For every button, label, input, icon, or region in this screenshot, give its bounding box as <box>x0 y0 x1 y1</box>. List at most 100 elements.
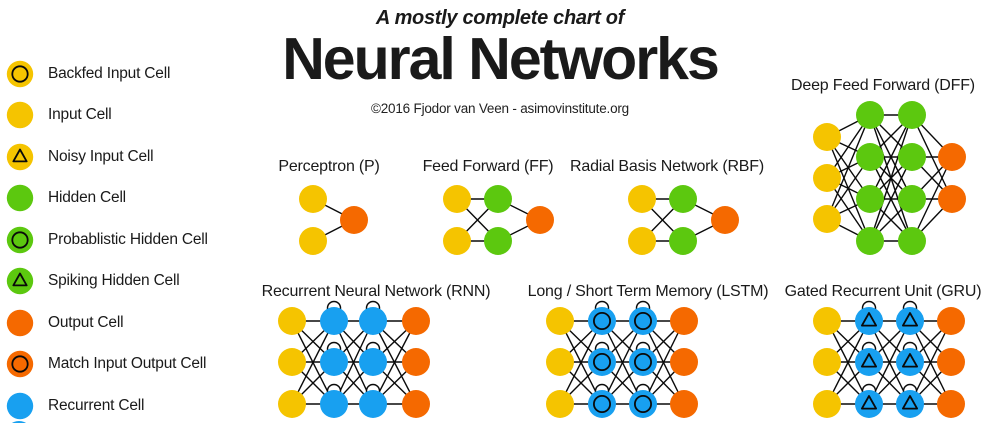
gated-memory-cell <box>855 348 883 376</box>
probabilistic-hidden-icon <box>6 226 34 253</box>
spiking-hidden-icon <box>6 267 34 295</box>
input-cell <box>628 227 656 255</box>
network-ff <box>443 185 554 255</box>
network-title-rbf: Radial Basis Network (RBF) <box>570 158 764 175</box>
legend-label: Backfed Input Cell <box>48 64 171 82</box>
input-cell <box>443 227 471 255</box>
network-title-p: Perceptron (P) <box>278 158 380 175</box>
legend-label: Spiking Hidden Cell <box>48 272 180 289</box>
hidden-cell <box>898 101 926 129</box>
network-title-rnn: Recurrent Neural Network (RNN) <box>261 283 491 300</box>
backfed-input-cell <box>6 60 34 87</box>
input-cell <box>278 307 306 335</box>
input-cell <box>813 205 841 233</box>
recurrent-cell <box>359 348 387 376</box>
input-cell <box>813 390 841 418</box>
triangle-glyph <box>902 395 918 410</box>
connection-line <box>826 114 871 220</box>
memory-cell <box>588 307 616 335</box>
input-cell <box>546 390 574 418</box>
input-cell <box>813 164 841 192</box>
memory-cell <box>588 390 616 418</box>
triangle-glyph <box>861 395 877 410</box>
legend-label: Output Cell <box>48 313 124 331</box>
memory-cell <box>629 348 657 376</box>
hidden-cell <box>669 185 697 213</box>
network-title-gru: Gated Recurrent Unit (GRU) <box>784 283 982 300</box>
connection-line <box>291 320 335 405</box>
network-lstm <box>546 300 698 418</box>
inner-circle-glyph <box>593 352 612 371</box>
legend-label: Probablistic Hidden Cell <box>48 230 208 248</box>
gated-memory-cell <box>855 390 883 418</box>
backfed-input-icon <box>6 60 34 87</box>
legend-item-recurrent: Recurrent Cell <box>6 392 144 420</box>
legend-item-spiking-hidden: Spiking Hidden Cell <box>6 267 180 295</box>
output-cell <box>526 206 554 234</box>
network-title-ff: Feed Forward (FF) <box>422 158 554 175</box>
hidden-cell <box>484 185 512 213</box>
input-cell <box>628 185 656 213</box>
network-rbf <box>628 185 739 255</box>
output-cell <box>938 185 966 213</box>
output-cell <box>340 206 368 234</box>
input-cell <box>443 185 471 213</box>
input-cell <box>299 185 327 213</box>
connection-line <box>869 114 913 242</box>
hidden-cell <box>6 184 34 212</box>
gated-memory-cell <box>896 348 924 376</box>
hidden-cell <box>898 143 926 171</box>
inner-circle-glyph <box>11 230 29 249</box>
gated-memory-cell <box>896 390 924 418</box>
recurrent-cell <box>320 307 348 335</box>
hidden-icon <box>6 184 34 212</box>
connection-line <box>869 114 913 200</box>
connection-line <box>911 156 953 242</box>
hidden-cell <box>856 143 884 171</box>
copyright-line: ©2016 Fjodor van Veen - asimovinstitute.… <box>371 101 629 116</box>
output-cell <box>402 348 430 376</box>
connection-line <box>559 320 603 405</box>
output-cell <box>402 307 430 335</box>
connection-line <box>869 156 913 242</box>
recurrent-cell <box>320 390 348 418</box>
hidden-cell <box>856 227 884 255</box>
hidden-cell <box>856 101 884 129</box>
output-cell <box>711 206 739 234</box>
network-title-dff: Deep Feed Forward (DFF) <box>791 77 975 94</box>
legend-item-hidden: Hidden Cell <box>6 184 126 212</box>
hidden-cell <box>898 185 926 213</box>
input-cell <box>6 101 34 129</box>
inner-circle-glyph <box>634 394 653 413</box>
hidden-cell <box>484 227 512 255</box>
inner-circle-glyph <box>634 352 653 371</box>
legend-label: Noisy Input Cell <box>48 147 154 165</box>
output-cell <box>937 390 965 418</box>
input-cell <box>813 307 841 335</box>
inner-circle-glyph <box>593 311 612 330</box>
legend-label: Hidden Cell <box>48 189 126 206</box>
network-rnn <box>278 300 430 418</box>
network-gru <box>813 300 965 418</box>
triangle-glyph <box>902 353 918 368</box>
chart-subtitle: A mostly complete chart of <box>375 7 625 29</box>
memory-cell <box>629 390 657 418</box>
input-cell <box>546 348 574 376</box>
triangle-glyph <box>12 148 28 162</box>
network-dff <box>813 101 966 255</box>
input-cell <box>278 348 306 376</box>
inner-circle-glyph <box>11 355 29 373</box>
memory-cell <box>629 307 657 335</box>
match-input-output-cell <box>6 350 34 378</box>
legend-label: Recurrent Cell <box>48 396 145 414</box>
input-cell <box>546 307 574 335</box>
output-cell <box>6 309 34 336</box>
input-cell <box>813 348 841 376</box>
output-cell <box>938 143 966 171</box>
chart-title: Neural Networks <box>282 26 720 92</box>
recurrent-icon <box>6 392 34 419</box>
input-cell <box>813 123 841 151</box>
output-cell <box>670 348 698 376</box>
hidden-cell <box>856 185 884 213</box>
